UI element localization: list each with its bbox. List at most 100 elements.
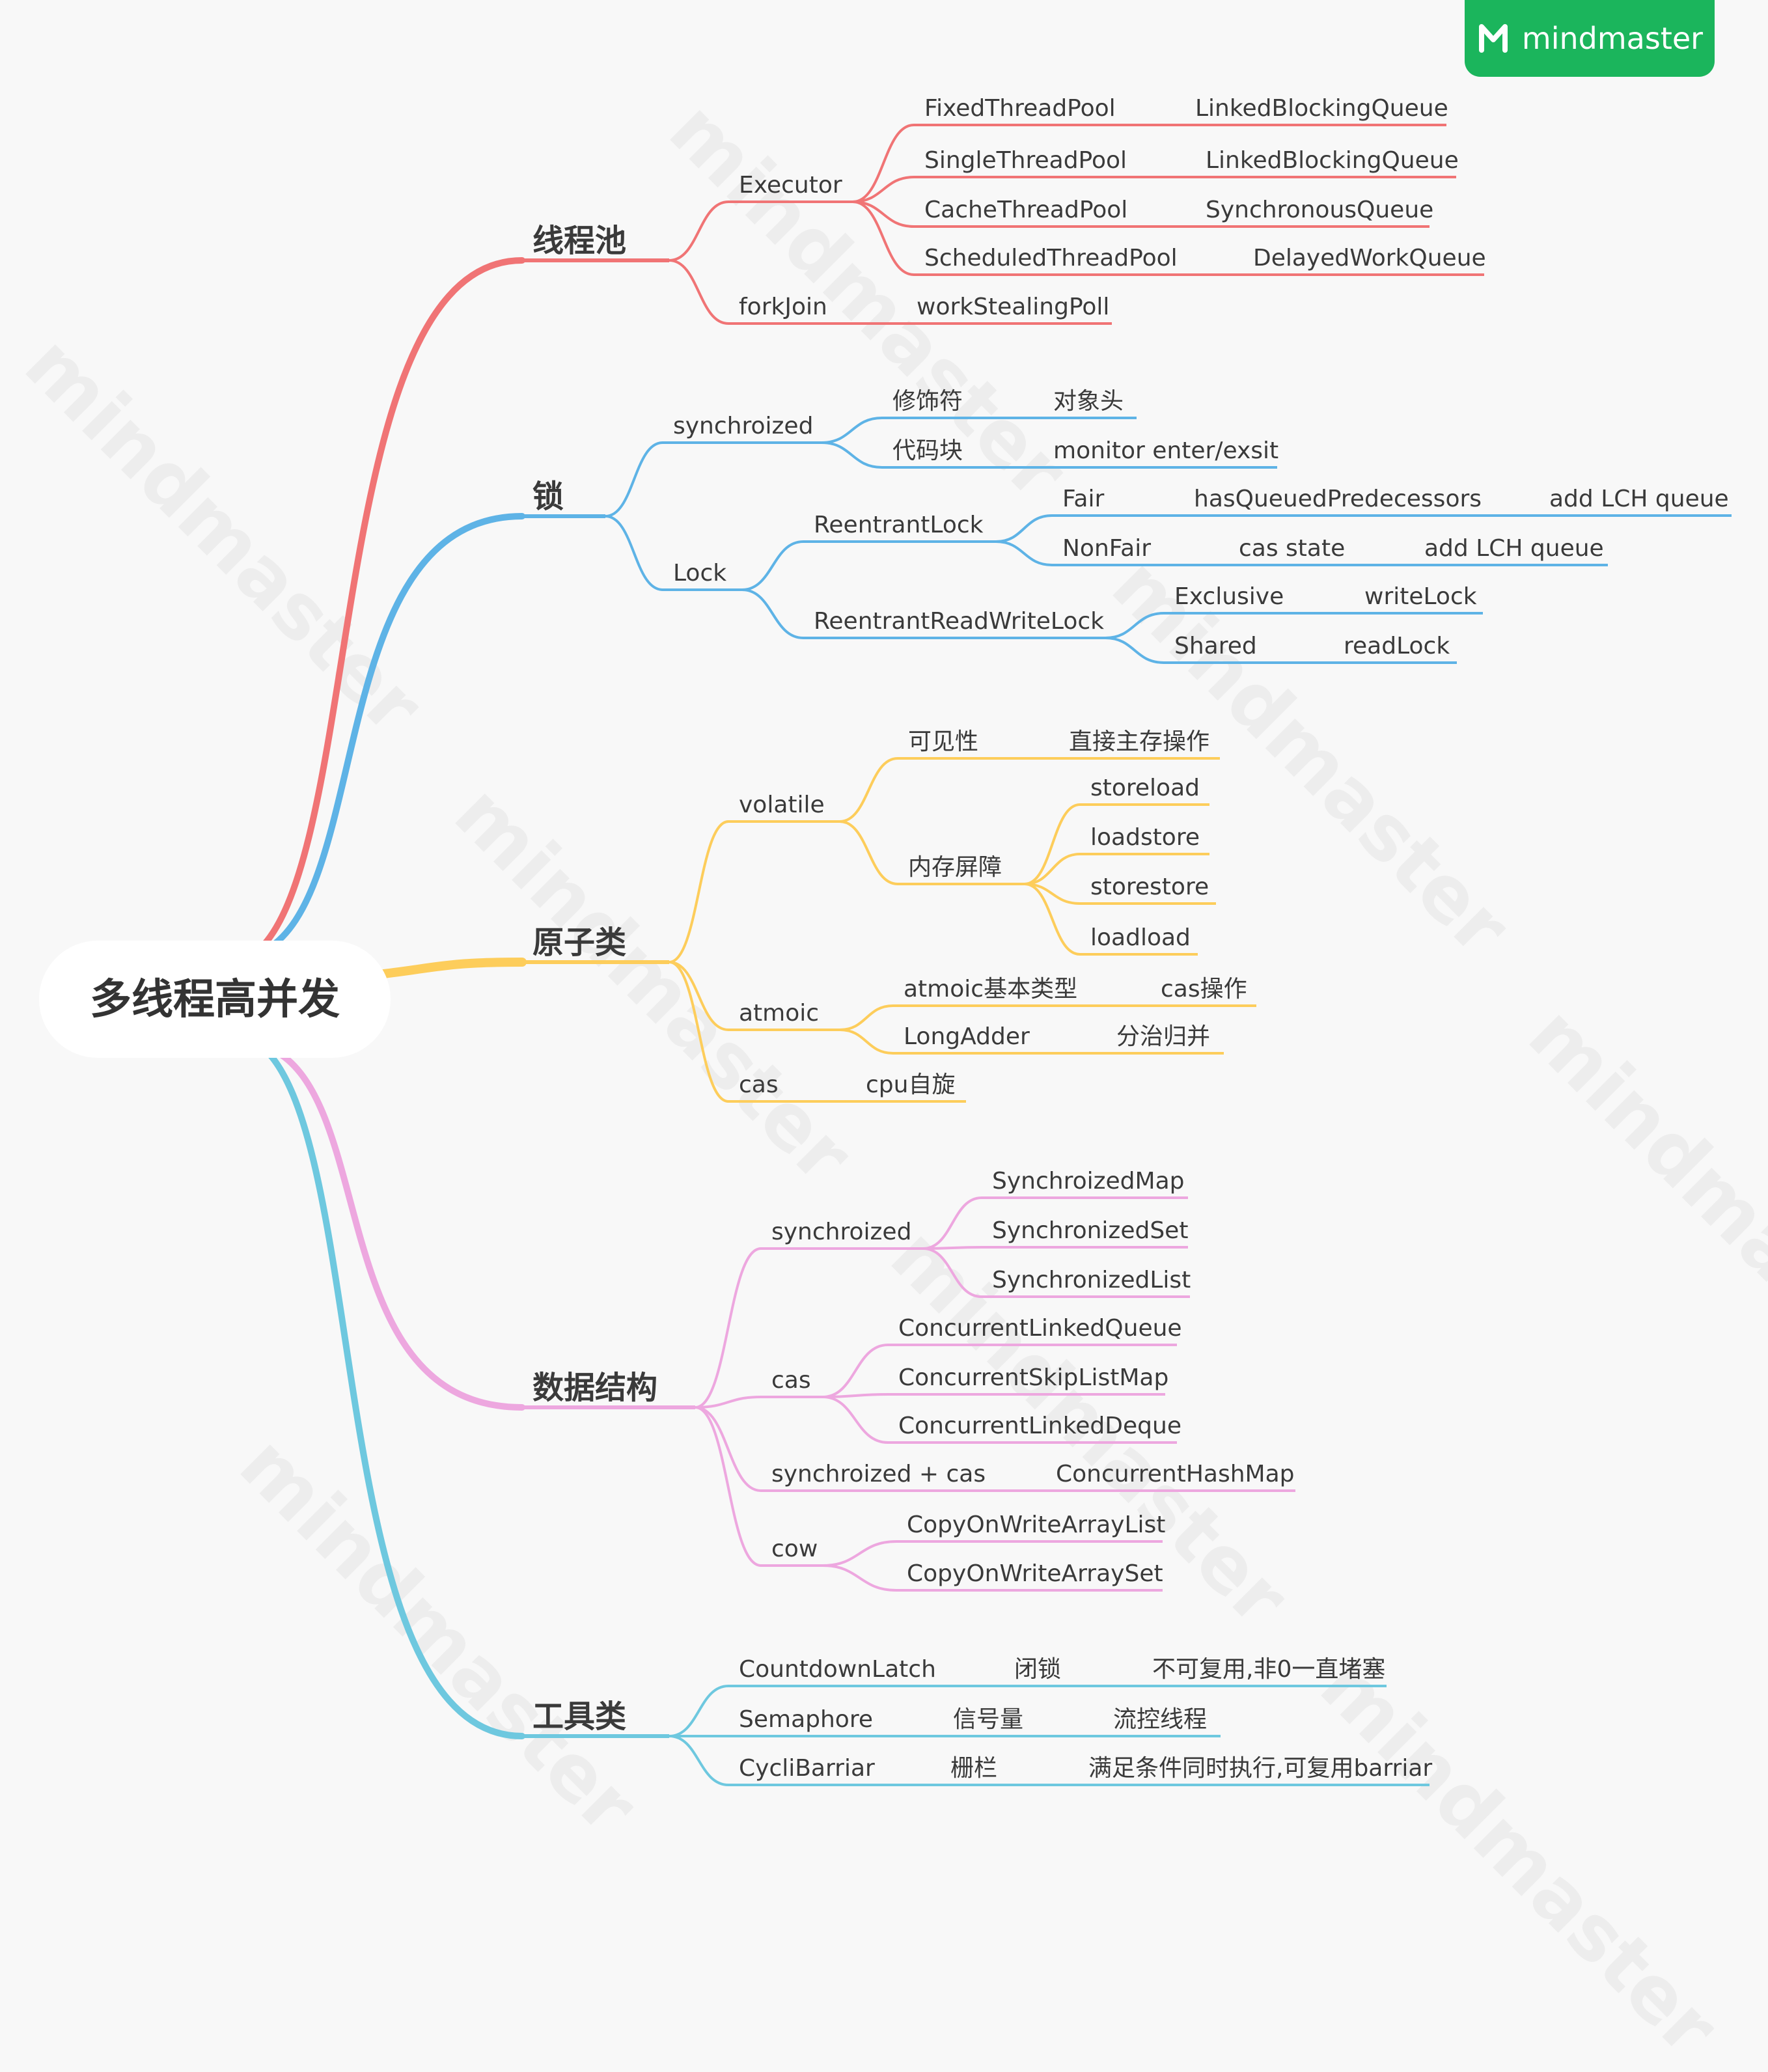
subtopic[interactable]: 闭锁 xyxy=(1014,1656,1061,1683)
subtopic[interactable]: cow xyxy=(771,1536,818,1562)
subtopic[interactable]: cas xyxy=(739,1071,779,1098)
branch-topic[interactable]: 线程池 xyxy=(532,223,626,259)
subtopic[interactable]: synchroized xyxy=(673,413,813,439)
subtopic[interactable]: DelayedWorkQueue xyxy=(1253,245,1486,271)
subtopic[interactable]: readLock xyxy=(1344,633,1450,659)
subtopic[interactable]: Semaphore xyxy=(739,1706,873,1733)
subtopic[interactable]: atmoic基本类型 xyxy=(904,976,1077,1002)
subtopic[interactable]: CopyOnWriteArrayList xyxy=(907,1512,1165,1538)
subtopic[interactable]: SynchronizedSet xyxy=(992,1217,1188,1244)
branch-topic[interactable]: 数据结构 xyxy=(532,1370,657,1406)
connector-line xyxy=(1104,637,1165,664)
root-topic-box[interactable] xyxy=(39,941,391,1058)
connector-line xyxy=(838,1029,894,1055)
subtopic[interactable]: storeload xyxy=(1090,775,1200,801)
connector-line xyxy=(668,961,730,1103)
subtopic[interactable]: Shared xyxy=(1174,633,1257,659)
subtopic[interactable]: Fair xyxy=(1062,486,1104,512)
connector-line xyxy=(668,1685,730,1737)
subtopic[interactable]: 内存屏障 xyxy=(908,854,1002,881)
subtopic[interactable]: writeLock xyxy=(1364,583,1477,610)
subtopic[interactable]: ConcurrentHashMap xyxy=(1056,1461,1295,1487)
subtopic[interactable]: 分治归并 xyxy=(1116,1023,1210,1050)
subtopic[interactable]: ConcurrentLinkedQueue xyxy=(898,1315,1182,1342)
connector-line xyxy=(838,757,899,823)
connector-line xyxy=(851,124,915,203)
subtopic[interactable]: 直接主存操作 xyxy=(1069,728,1209,755)
branch-topic[interactable]: 工具类 xyxy=(532,1698,626,1735)
subtopic[interactable]: hasQueuedPredecessors xyxy=(1194,486,1482,512)
subtopic[interactable]: FixedThreadPool xyxy=(924,95,1116,122)
subtopic[interactable]: workStealingPoll xyxy=(917,294,1109,320)
subtopic[interactable]: SynchroizedMap xyxy=(992,1168,1185,1195)
subtopic[interactable]: SynchronousQueue xyxy=(1206,197,1433,223)
subtopic[interactable]: loadstore xyxy=(1090,824,1200,851)
main-branch-line xyxy=(270,1047,525,1411)
subtopic[interactable]: monitor enter/exsit xyxy=(1053,437,1278,464)
mindmaster-logo-icon xyxy=(1478,24,1508,53)
subtopic[interactable]: ReentrantLock xyxy=(814,512,984,538)
subtopic[interactable]: cas xyxy=(771,1367,811,1394)
connector-line xyxy=(668,820,730,963)
connector-line xyxy=(822,1344,889,1398)
connector-line xyxy=(922,1196,983,1250)
branch-topic[interactable]: 锁 xyxy=(532,478,564,515)
subtopic[interactable]: LinkedBlockingQueue xyxy=(1195,95,1448,122)
connector-line xyxy=(851,200,915,228)
subtopic[interactable]: loadload xyxy=(1090,924,1191,951)
main-branch-line xyxy=(262,1047,525,1739)
subtopic[interactable]: ScheduledThreadPool xyxy=(924,245,1178,271)
subtopic[interactable]: CacheThreadPool xyxy=(924,197,1127,223)
subtopic[interactable]: add LCH queue xyxy=(1424,535,1604,562)
subtopic[interactable]: forkJoin xyxy=(739,294,827,320)
subtopic[interactable]: 修饰符 xyxy=(892,388,963,415)
subtopic[interactable]: atmoic xyxy=(739,1000,819,1027)
subtopic[interactable]: synchroized + cas xyxy=(771,1461,986,1487)
subtopic[interactable]: CycliBarriar xyxy=(739,1755,875,1782)
branch-topic[interactable]: 原子类 xyxy=(532,924,626,961)
subtopic[interactable]: Lock xyxy=(673,560,726,587)
subtopic[interactable]: cpu自旋 xyxy=(866,1071,955,1098)
subtopic[interactable]: 可见性 xyxy=(908,728,978,755)
subtopic[interactable]: 流控线程 xyxy=(1113,1706,1207,1733)
subtopic[interactable]: cas state xyxy=(1239,535,1345,562)
connector-line xyxy=(851,176,915,203)
subtopic[interactable]: volatile xyxy=(739,792,825,818)
connector-line xyxy=(741,540,805,591)
root-topic[interactable]: 多线程高并发 xyxy=(90,976,340,1024)
subtopic[interactable]: SingleThreadPool xyxy=(924,147,1127,174)
main-branch-line xyxy=(373,958,527,979)
subtopic[interactable]: ConcurrentLinkedDeque xyxy=(898,1413,1181,1439)
main-branch-line xyxy=(257,257,525,952)
connector-line xyxy=(668,961,730,1031)
subtopic[interactable]: SynchronizedList xyxy=(992,1267,1191,1293)
connector-line xyxy=(822,1396,889,1444)
connector-line xyxy=(820,417,883,444)
subtopic[interactable]: 代码块 xyxy=(892,437,963,464)
main-branch-line xyxy=(265,513,525,952)
subtopic[interactable]: ReentrantReadWriteLock xyxy=(814,608,1104,635)
subtopic[interactable]: 满足条件同时执行,可复用barriar xyxy=(1088,1755,1432,1782)
connector-line xyxy=(694,1406,762,1492)
subtopic[interactable]: synchroized xyxy=(771,1219,911,1245)
subtopic[interactable]: Exclusive xyxy=(1174,583,1284,610)
subtopic[interactable]: 不可复用,非0一直堵塞 xyxy=(1152,1656,1385,1683)
subtopic[interactable]: LinkedBlockingQueue xyxy=(1206,147,1459,174)
connector-line xyxy=(604,515,664,591)
subtopic[interactable]: Executor xyxy=(739,172,842,199)
connector-line xyxy=(694,1406,762,1567)
brand-label: mindmaster xyxy=(1521,21,1704,56)
connector-line xyxy=(1104,612,1165,639)
subtopic[interactable]: CountdownLatch xyxy=(739,1656,936,1683)
subtopic[interactable]: 对象头 xyxy=(1053,388,1124,415)
subtopic[interactable]: ConcurrentSkipListMap xyxy=(898,1364,1168,1391)
subtopic[interactable]: CopyOnWriteArraySet xyxy=(907,1560,1163,1587)
subtopic[interactable]: storestore xyxy=(1090,874,1209,900)
subtopic[interactable]: 信号量 xyxy=(953,1706,1023,1733)
subtopic[interactable]: 栅栏 xyxy=(950,1755,997,1782)
mindmaster-badge[interactable]: mindmaster xyxy=(1465,0,1715,77)
subtopic[interactable]: NonFair xyxy=(1062,535,1151,562)
subtopic[interactable]: add LCH queue xyxy=(1549,486,1729,512)
subtopic[interactable]: LongAdder xyxy=(904,1023,1030,1050)
subtopic[interactable]: cas操作 xyxy=(1161,976,1247,1002)
